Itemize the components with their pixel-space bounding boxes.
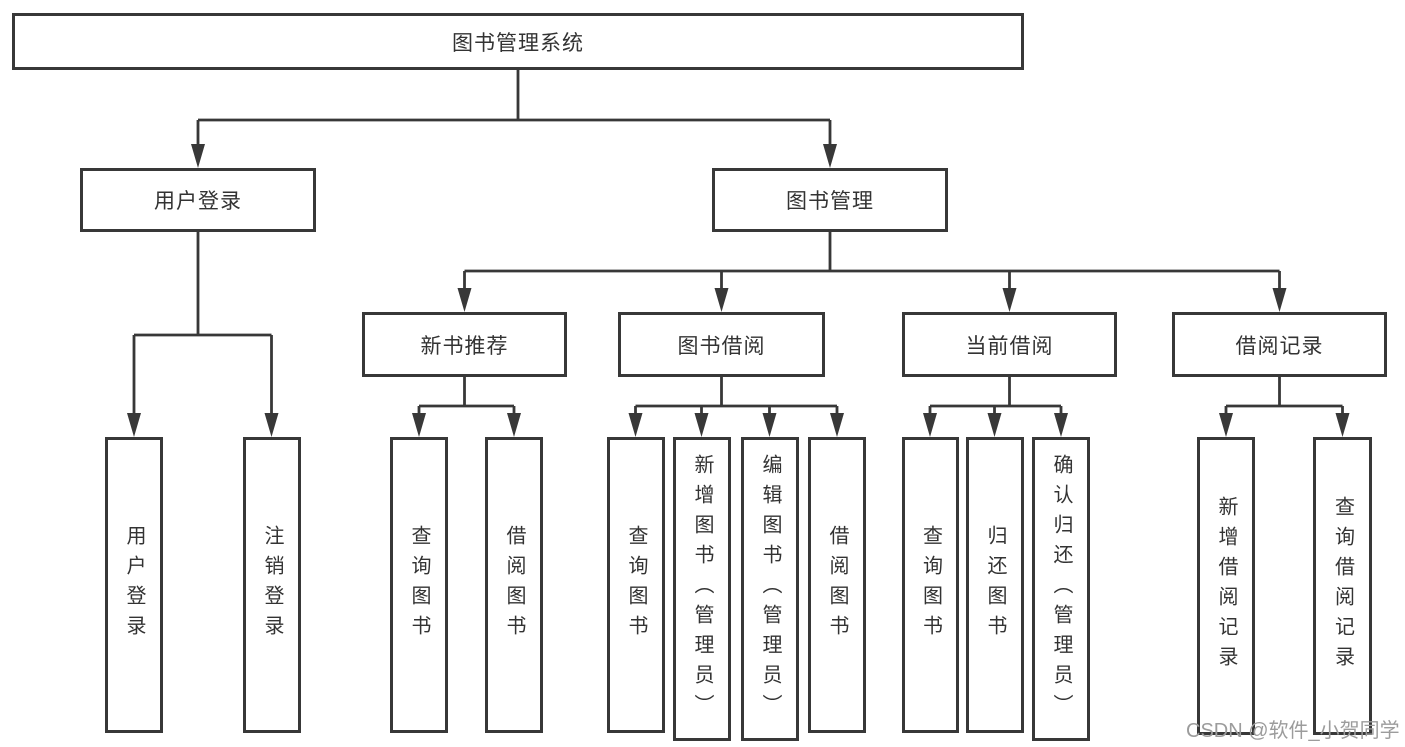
leaf-logout: 注销登录 (243, 437, 301, 733)
leaf-query-books-current: 查询图书 (902, 437, 959, 733)
leaf-user-login: 用户登录 (105, 437, 163, 733)
node-borrowing-records: 借阅记录 (1172, 312, 1387, 377)
node-book-borrowing: 图书借阅 (618, 312, 825, 377)
tree-edges (132, 70, 1344, 418)
node-new-book-recommend: 新书推荐 (362, 312, 567, 377)
node-root-system: 图书管理系统 (12, 13, 1024, 70)
leaf-borrow-books-recommend: 借阅图书 (485, 437, 543, 733)
node-current-borrowing: 当前借阅 (902, 312, 1117, 377)
leaf-return-books: 归还图书 (966, 437, 1024, 733)
leaf-add-borrow-record: 新增借阅记录 (1197, 437, 1255, 735)
node-book-management: 图书管理 (712, 168, 948, 232)
leaf-borrow-books: 借阅图书 (808, 437, 866, 733)
leaf-query-books-borrowing: 查询图书 (607, 437, 665, 733)
leaf-confirm-return-admin: 确认归还（管理员） (1032, 437, 1090, 741)
leaf-add-books-admin: 新增图书（管理员） (673, 437, 731, 741)
leaf-query-books-recommend: 查询图书 (390, 437, 448, 733)
leaf-edit-books-admin: 编辑图书（管理员） (741, 437, 799, 741)
node-user-login: 用户登录 (80, 168, 316, 232)
leaf-query-borrow-record: 查询借阅记录 (1313, 437, 1372, 735)
watermark: CSDN @软件_小贺同学 (1186, 720, 1400, 742)
